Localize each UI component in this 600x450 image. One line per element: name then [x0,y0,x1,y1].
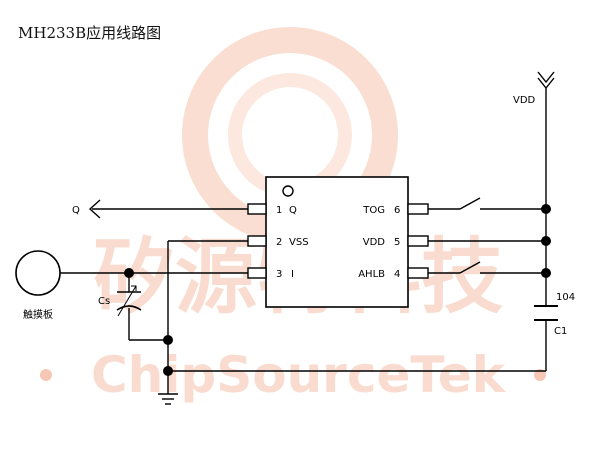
pin5-num: 5 [394,237,400,248]
vdd-arrow-icon [537,71,555,90]
q-arrow-icon [88,199,101,219]
diagram-title: MH233B应用线路图 [18,24,161,42]
junction-dots [124,204,551,376]
c1-capacitor-icon [534,305,558,321]
ahlb-switch [459,261,481,274]
ground-icon [158,393,178,405]
pin1-name: Q [289,205,297,216]
pin4-name: AHLB [358,269,385,280]
pin1-marker [282,185,294,197]
pin5-name: VDD [363,237,386,248]
ic-chip [247,176,429,308]
pin4-num: 4 [394,269,400,280]
watermark-en: ChipSourceTek [91,346,507,404]
ic-pin-labels: 1 Q 2 VSS 3 I TOG 6 VDD 5 AHLB 4 [276,205,400,280]
cs-label: Cs [98,296,110,307]
pin2-num: 2 [276,237,282,248]
c1-label: C1 [554,326,567,337]
q-label: Q [72,205,80,216]
pin1-num: 1 [276,205,282,216]
pin6-name: TOG [362,205,385,216]
pin3-name: I [291,269,294,280]
pin3-num: 3 [276,269,282,280]
pin6-num: 6 [394,205,400,216]
touch-pad-label: 触摸板 [23,308,53,321]
pin2-name: VSS [289,237,309,248]
cs-capacitor-icon [116,285,142,317]
tog-switch [459,197,481,210]
vdd-label: VDD [513,95,536,106]
touch-pad-icon [15,250,61,296]
cap-value-label: 104 [556,292,575,303]
